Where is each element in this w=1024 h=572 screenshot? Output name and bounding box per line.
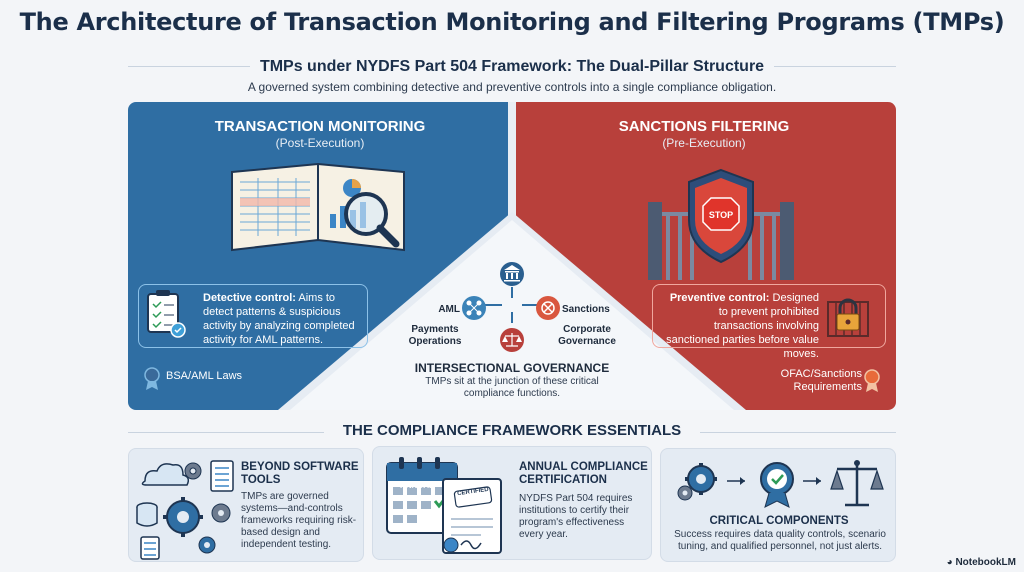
left-panel-heading: TRANSACTION MONITORING bbox=[214, 118, 426, 135]
center-governance-graphic: STOP bbox=[144, 162, 880, 410]
preventive-control-box: Preventive control: Designed to prevent … bbox=[652, 284, 886, 360]
ofac-badge-icon bbox=[864, 369, 880, 392]
card1-title-line1: BEYOND SOFTWARE bbox=[241, 461, 359, 473]
intersectional-governance-text: TMPs sit at the junction of these critic… bbox=[425, 376, 599, 399]
page-title: The Architecture of Transaction Monitori… bbox=[19, 8, 1005, 36]
card2-title-line1: ANNUAL COMPLIANCE bbox=[519, 461, 648, 473]
hub-arrows bbox=[485, 287, 538, 323]
dual-pillar-panels: STOP TRANSACTION MONITORING (Post-Execut… bbox=[128, 102, 896, 410]
sanctions-label: Sanctions bbox=[562, 304, 610, 315]
card1-title-line2: TOOLS bbox=[241, 474, 281, 486]
card-annual-compliance-certification: ANNUAL CERTIFIED ANNUAL COMPLIANCE CERTI… bbox=[372, 446, 652, 560]
ofac-line1: OFAC/Sanctions bbox=[780, 368, 862, 380]
card2-title-line2: CERTIFICATION bbox=[519, 474, 607, 486]
stop-gate-icon bbox=[648, 168, 794, 280]
detective-control-text: Aims to detect patterns & suspicious act… bbox=[203, 292, 355, 346]
subtitle-text: TMPs under NYDFS Part 504 Framework: The… bbox=[249, 58, 775, 75]
payments-line2: Operations bbox=[408, 336, 462, 347]
corporate-line2: Governance bbox=[558, 336, 616, 347]
card1-text: TMPs are governed systems—and-controls f… bbox=[241, 491, 357, 550]
components-flow-icons bbox=[677, 460, 884, 508]
sanctions-block-icon bbox=[536, 296, 560, 320]
tagline: A governed system combining detective an… bbox=[247, 80, 777, 94]
aml-network-icon bbox=[462, 296, 486, 320]
intersectional-governance-title: INTERSECTIONAL GOVERNANCE bbox=[414, 361, 610, 375]
brand-text: NotebookLM bbox=[955, 557, 1016, 568]
essentials-line-left bbox=[128, 432, 324, 433]
padlock-gate-icon bbox=[827, 298, 869, 337]
cloud-gears-server-icon bbox=[136, 460, 234, 560]
ofac-line2: Requirements bbox=[793, 381, 862, 393]
report-book-icon bbox=[231, 162, 405, 252]
card3-title: CRITICAL COMPONENTS bbox=[709, 515, 849, 527]
preventive-control-label: Preventive control: bbox=[669, 292, 770, 304]
ofac-sanctions-label: OFAC/Sanctions Requirements bbox=[768, 368, 862, 394]
essentials-line-right bbox=[700, 432, 896, 433]
detective-control-label: Detective control: bbox=[203, 292, 296, 304]
payments-line1: Payments bbox=[411, 324, 459, 335]
right-panel-heading: SANCTIONS FILTERING bbox=[618, 118, 790, 135]
calendar-label: ANNUAL bbox=[400, 481, 434, 490]
detective-control-box: Detective control: Aims to detect patter… bbox=[138, 284, 368, 348]
bsa-aml-laws-label: BSA/AML Laws bbox=[166, 370, 243, 382]
certified-badge-icon bbox=[760, 462, 794, 508]
notebooklm-brand: ◕ NotebookLM bbox=[947, 557, 1016, 568]
balance-scales-icon bbox=[830, 460, 884, 507]
card2-title: ANNUAL COMPLIANCE CERTIFICATION bbox=[519, 461, 651, 487]
essentials-title: THE COMPLIANCE FRAMEWORK ESSENTIALS bbox=[342, 422, 682, 439]
card2-text: NYDFS Part 504 requires institutions to … bbox=[519, 493, 633, 540]
payments-operations-label: Payments Operations bbox=[400, 324, 470, 348]
calendar-certificate-icon bbox=[386, 457, 502, 554]
stop-sign-text: STOP bbox=[709, 210, 733, 220]
preventive-control-text: Designed to prevent prohibited transacti… bbox=[666, 292, 819, 360]
gears-icon bbox=[677, 463, 717, 501]
aml-label: AML bbox=[438, 304, 460, 315]
subtitle: TMPs under NYDFS Part 504 Framework: The… bbox=[0, 58, 1024, 76]
notebooklm-logo-icon: ◕ bbox=[946, 557, 956, 568]
scales-icon bbox=[500, 328, 524, 352]
bank-icon bbox=[500, 262, 524, 286]
card-critical-components: CRITICAL COMPONENTS Success requires dat… bbox=[660, 448, 896, 562]
right-panel-sub: (Pre-Execution) bbox=[662, 136, 746, 150]
left-panel-sub: (Post-Execution) bbox=[275, 136, 365, 150]
card3-text: Success requires data quality controls, … bbox=[674, 529, 886, 552]
checklist-clipboard-icon bbox=[147, 290, 186, 338]
card1-title: BEYOND SOFTWARE TOOLS bbox=[241, 461, 361, 487]
corporate-governance-label: Corporate Governance bbox=[552, 324, 622, 348]
bsa-badge-icon bbox=[144, 367, 160, 390]
corporate-line1: Corporate bbox=[563, 324, 611, 335]
card-beyond-software-tools: BEYOND SOFTWARE TOOLS TMPs are governed … bbox=[128, 448, 364, 562]
